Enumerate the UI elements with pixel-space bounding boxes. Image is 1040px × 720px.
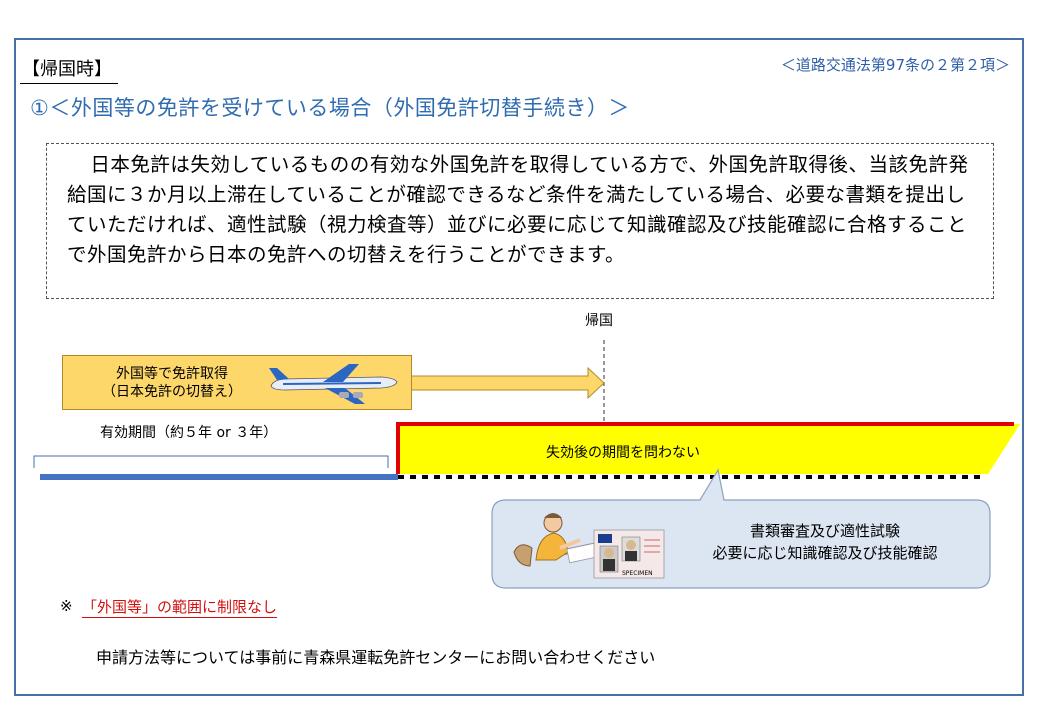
case-title: ①＜外国等の免許を受けている場合（外国免許切替手続き）＞ xyxy=(30,96,630,120)
acquisition-line1: 外国等で免許取得 xyxy=(116,366,228,382)
validity-bracket xyxy=(33,455,389,468)
validity-label: 有効期間（約５年 or ３年） xyxy=(100,425,278,441)
license-card-icon: SPECIMEN xyxy=(593,529,665,579)
acquire-to-return-arrow xyxy=(409,366,605,400)
callout-line2: 必要に応じ知識確認及び技能確認 xyxy=(712,544,938,562)
license-card-specimen: SPECIMEN xyxy=(622,570,653,577)
note-text: 「外国等」の範囲に制限なし xyxy=(82,598,278,618)
validity-bar xyxy=(40,474,398,480)
callout-line1: 書類審査及び適性試験 xyxy=(749,522,900,540)
note-mark: ※ xyxy=(60,597,73,615)
airplane-icon xyxy=(269,364,398,404)
law-reference: ＜道路交通法第97条の２第２項＞ xyxy=(780,56,1010,74)
apply-instructions: 申請方法等については事前に青森県運転免許センターにお問い合わせください xyxy=(96,648,656,667)
acquisition-line2: （日本免許の切替え） xyxy=(102,384,242,400)
person-writing-icon xyxy=(513,513,598,567)
acquisition-box: 外国等で免許取得 （日本免許の切替え） xyxy=(62,355,412,410)
description-text: 日本免許は失効しているものの有効な外国免許を取得している方で、外国免許取得後、当… xyxy=(67,153,969,266)
description-box: 日本免許は失効しているものの有効な外国免許を取得している方で、外国免許取得後、当… xyxy=(46,143,994,299)
callout-text: 書類審査及び適性試験 必要に応じ知識確認及び技能確認 xyxy=(680,520,970,564)
page-frame xyxy=(14,38,1024,696)
acquisition-text: 外国等で免許取得 （日本免許の切替え） xyxy=(87,365,257,401)
lapse-label: 失効後の期間を問わない xyxy=(546,445,700,461)
section-label: 【帰国時】 xyxy=(20,58,118,84)
return-label: 帰国 xyxy=(585,313,613,329)
lapse-arrow-border xyxy=(396,422,1014,474)
lapse-arrow xyxy=(398,424,1020,474)
